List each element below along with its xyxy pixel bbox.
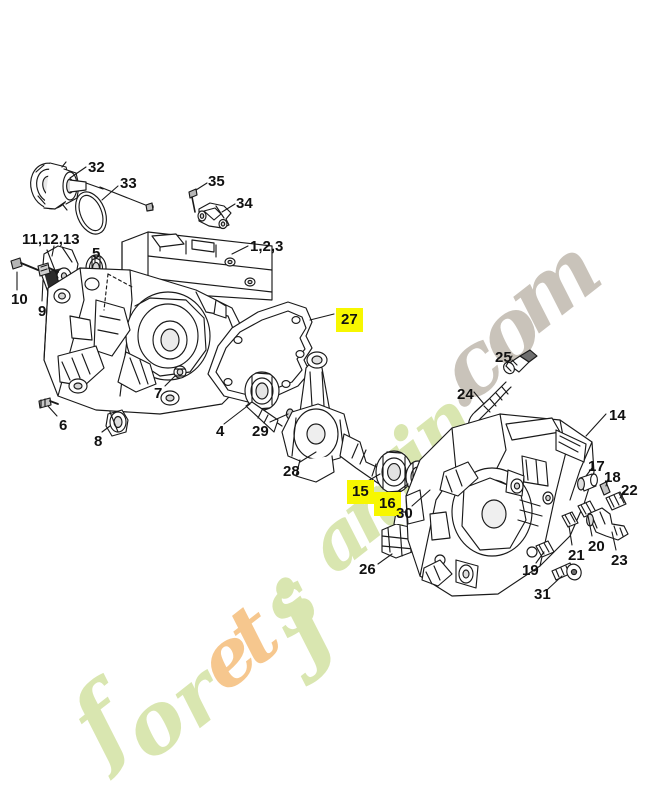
callout-11-12-13: 11,12,13 — [22, 231, 80, 248]
part-19-pin — [535, 540, 555, 558]
part-35-screw — [188, 188, 198, 213]
callout-18: 18 — [604, 469, 621, 486]
callout-9: 9 — [38, 303, 47, 320]
callout-16: 16 — [374, 492, 401, 516]
part-8-bushing — [105, 409, 129, 437]
part-33-o-ring — [75, 191, 107, 235]
callout-1-2-3: 1,2,3 — [250, 238, 284, 255]
callout-17: 17 — [588, 458, 605, 475]
callout-24: 24 — [457, 386, 474, 403]
callout-15: 15 — [347, 480, 374, 504]
part-23-valve — [586, 507, 629, 541]
callout-33: 33 — [120, 175, 137, 192]
callout-14: 14 — [609, 407, 626, 424]
callout-31: 31 — [534, 586, 551, 603]
callout-23: 23 — [611, 552, 628, 569]
callout-22: 22 — [621, 482, 638, 499]
callout-32: 32 — [88, 159, 105, 176]
callout-8: 8 — [94, 433, 103, 450]
callout-35: 35 — [208, 173, 225, 190]
part-25-fitting — [503, 349, 538, 375]
callout-5: 5 — [92, 245, 101, 262]
part-9-nut — [37, 262, 59, 277]
part-10-bolt — [10, 257, 39, 271]
part-15-bearing — [375, 450, 413, 494]
part-4-bearing — [244, 371, 280, 411]
callout-34: 34 — [236, 195, 253, 212]
leader-lines — [16, 166, 626, 590]
callout-10: 10 — [11, 291, 28, 308]
callout-27: 27 — [336, 308, 363, 332]
callout-25: 25 — [495, 349, 512, 366]
callout-21: 21 — [568, 547, 585, 564]
callout-7: 7 — [154, 385, 163, 402]
callout-26: 26 — [359, 561, 376, 578]
part-18-pin — [599, 481, 611, 496]
callout-19: 19 — [522, 562, 539, 579]
part-21-pin — [561, 511, 579, 528]
callout-4: 4 — [216, 423, 225, 440]
part-32-assembly — [30, 161, 154, 212]
part-1-2-3-crankcase — [43, 231, 273, 415]
part-27-gasket — [207, 301, 313, 403]
callout-6: 6 — [59, 417, 68, 434]
callout-30: 30 — [396, 505, 413, 522]
part-34-lever — [197, 202, 232, 230]
callout-29: 29 — [252, 423, 269, 440]
callout-20: 20 — [588, 538, 605, 555]
part-7-plug — [173, 365, 187, 379]
part-31-screw — [551, 562, 582, 581]
part-17-sleeve — [577, 473, 598, 492]
callout-28: 28 — [283, 463, 300, 480]
